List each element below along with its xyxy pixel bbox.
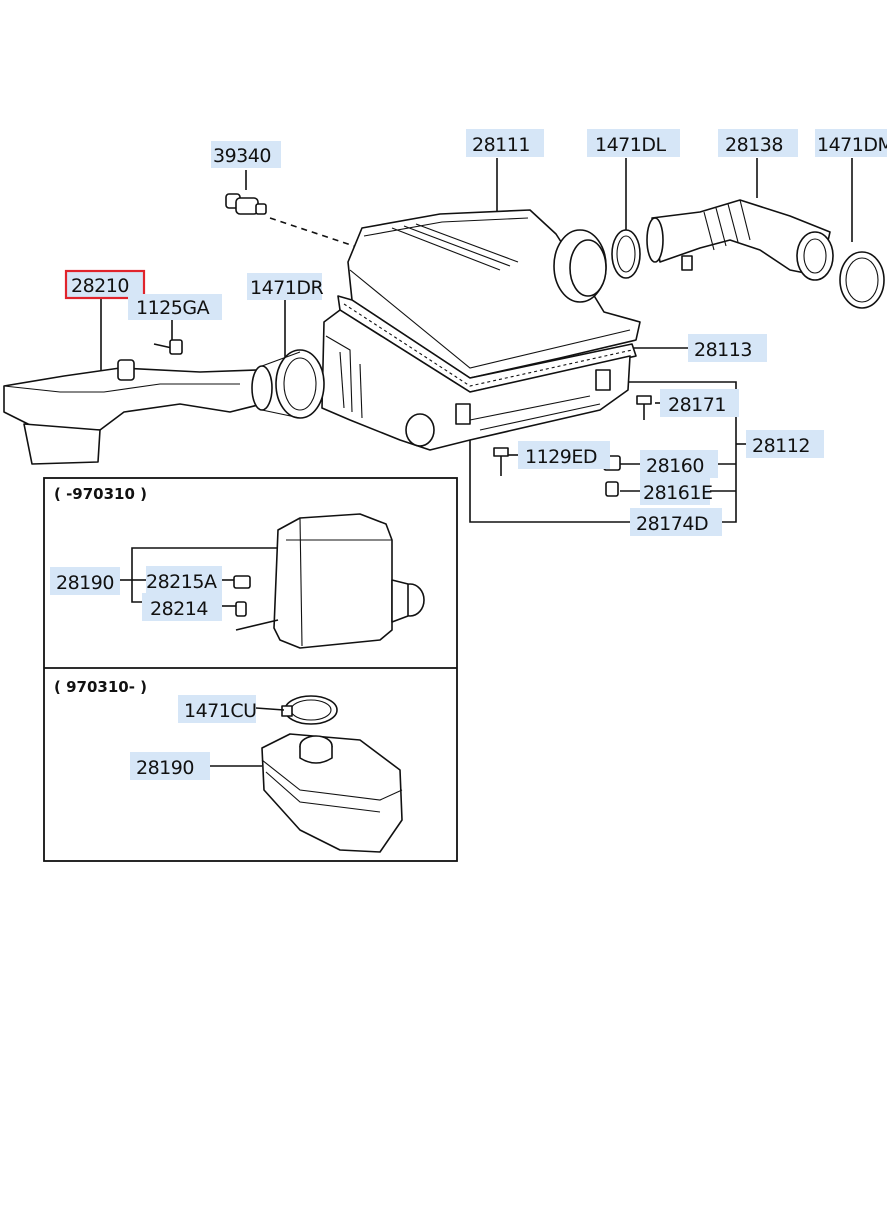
- label-28171[interactable]: 28171: [660, 389, 739, 417]
- svg-text:28112: 28112: [752, 435, 810, 457]
- duct-28210-drawing: [3, 359, 263, 465]
- svg-text:28214: 28214: [150, 598, 208, 620]
- svg-text:28138: 28138: [725, 134, 783, 156]
- inset-panel: [43, 477, 458, 862]
- label-28111[interactable]: 28111: [466, 129, 544, 157]
- svg-text:28174D: 28174D: [636, 513, 708, 535]
- label-inset-lower-28190[interactable]: 28190: [130, 752, 210, 780]
- svg-text:28171: 28171: [668, 394, 726, 416]
- svg-text:28161E: 28161E: [643, 482, 712, 504]
- label-1471dm[interactable]: 1471DM: [815, 129, 887, 157]
- label-28215a[interactable]: 28215A: [146, 566, 222, 594]
- label-28174d[interactable]: 28174D: [630, 508, 722, 536]
- label-39340[interactable]: 39340: [211, 141, 281, 168]
- label-1125ga[interactable]: 1125GA: [128, 294, 222, 320]
- hose-28138-drawing: [646, 199, 834, 281]
- upper-inset-leaders: [120, 547, 279, 631]
- clamp-1471dm-drawing: [839, 251, 885, 309]
- clamp-1471dl-drawing: [611, 229, 641, 279]
- label-1471dr[interactable]: 1471DR: [247, 273, 324, 300]
- svg-text:28111: 28111: [472, 134, 530, 156]
- svg-text:28190: 28190: [56, 572, 114, 594]
- clamp-1471cu-drawing: [281, 695, 338, 725]
- lower-resonator-drawing: [261, 733, 403, 853]
- label-28210[interactable]: 28210: [64, 269, 146, 300]
- label-inset-28190[interactable]: 28190: [50, 567, 120, 595]
- clamp-1471dr-drawing: [251, 349, 325, 419]
- svg-text:1125GA: 1125GA: [136, 297, 210, 319]
- svg-text:1471DL: 1471DL: [595, 134, 666, 156]
- inset-upper-date: ( -970310 ): [54, 485, 147, 503]
- bolt-1125ga-drawing: [153, 339, 183, 355]
- svg-text:28210: 28210: [71, 275, 129, 297]
- label-1471dl[interactable]: 1471DL: [587, 129, 680, 157]
- label-28113[interactable]: 28113: [688, 334, 767, 362]
- svg-text:28190: 28190: [136, 757, 194, 779]
- svg-text:28215A: 28215A: [146, 571, 217, 593]
- svg-text:28160: 28160: [646, 455, 704, 477]
- upper-resonator-drawing: [273, 513, 425, 649]
- svg-text:1471DM: 1471DM: [817, 134, 887, 156]
- highlight-box: [64, 269, 146, 300]
- label-1471cu[interactable]: 1471CU: [178, 695, 257, 723]
- label-28161e[interactable]: 28161E: [640, 477, 713, 505]
- sensor-39340-drawing: [225, 193, 267, 215]
- label-28160[interactable]: 28160: [640, 450, 718, 478]
- svg-text:1471CU: 1471CU: [184, 700, 257, 722]
- inset-lower-date: ( 970310- ): [54, 678, 147, 696]
- svg-text:1471DR: 1471DR: [250, 277, 323, 299]
- label-28112[interactable]: 28112: [746, 430, 824, 458]
- label-1129ed[interactable]: 1129ED: [518, 441, 610, 469]
- label-28214[interactable]: 28214: [142, 593, 222, 621]
- air-cleaner-case-drawing: [321, 309, 631, 451]
- label-28138[interactable]: 28138: [718, 129, 798, 157]
- svg-text:39340: 39340: [213, 145, 271, 167]
- lower-inset-leaders: [210, 707, 285, 767]
- svg-text:1129ED: 1129ED: [525, 446, 597, 468]
- svg-text:28113: 28113: [694, 339, 752, 361]
